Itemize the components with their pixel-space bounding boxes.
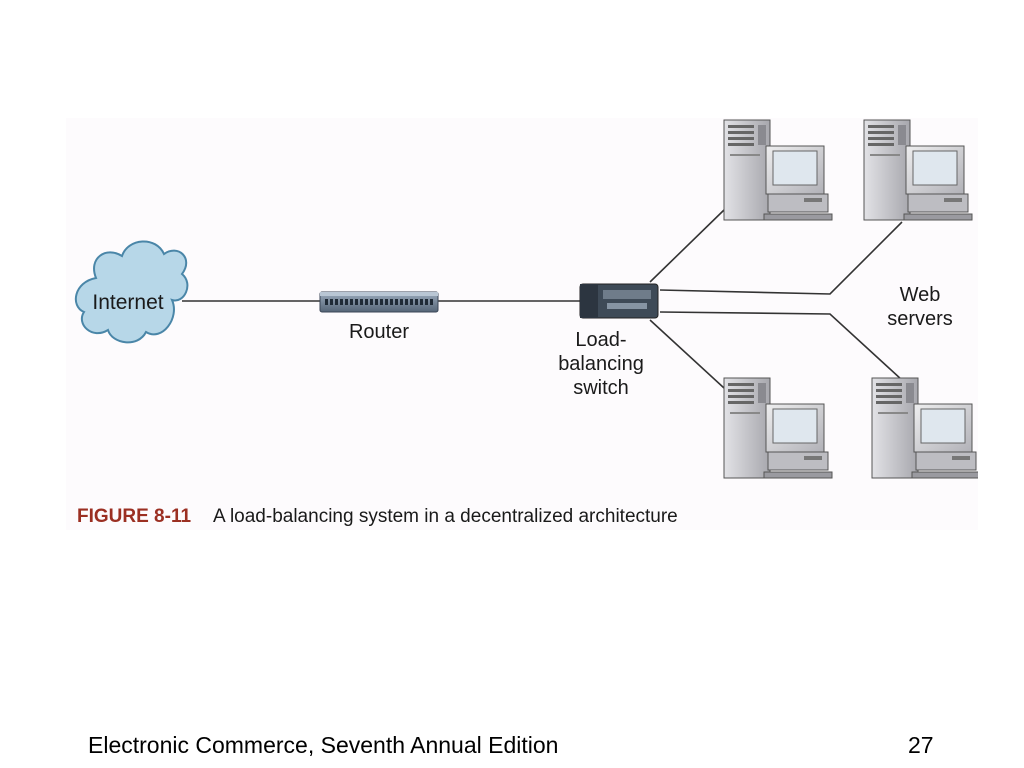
figure-panel: Internet Router Load- balancing switch W… <box>66 118 978 530</box>
server-keyboard <box>911 471 978 479</box>
router-ports <box>325 299 433 305</box>
cloud-icon: Internet <box>74 240 189 344</box>
links <box>182 209 903 389</box>
server-keyboard <box>763 471 833 479</box>
link-switch-server-top-right <box>659 221 903 295</box>
server-base <box>907 193 969 213</box>
server-screen <box>772 408 818 444</box>
server-keyboard <box>763 213 833 221</box>
web-servers-label-line-2: servers <box>887 308 953 330</box>
server-base <box>767 193 829 213</box>
router-icon: Router <box>319 291 439 343</box>
link-switch-server-bottom-right <box>659 311 903 381</box>
network-diagram: Internet Router Load- balancing switch W… <box>74 119 978 479</box>
switch-label-line-1: Load- <box>575 329 626 351</box>
server-screen <box>912 150 958 186</box>
switch-icon: Load- balancing switch <box>558 283 659 399</box>
link-switch-server-top-left <box>649 209 725 283</box>
router-label: Router <box>349 321 409 343</box>
server-base <box>767 451 829 471</box>
server-keyboard <box>903 213 973 221</box>
footer-title: Electronic Commerce, Seventh Annual Edit… <box>88 732 559 758</box>
caption-text: A load-balancing system in a decentraliz… <box>213 506 678 527</box>
server-computer-icon <box>723 119 833 221</box>
server-computer-icon <box>871 377 978 479</box>
link-switch-server-bottom-left <box>649 319 725 389</box>
figure-number: FIGURE 8-11 <box>77 506 192 527</box>
figure-caption: FIGURE 8-11 A load-balancing system in a … <box>77 506 678 528</box>
server-screen <box>772 150 818 186</box>
server-base <box>915 451 977 471</box>
server-screen <box>920 408 966 444</box>
server-computer-icon <box>863 119 973 221</box>
switch-label-line-3: switch <box>573 377 629 399</box>
web-servers-label-line-1: Web <box>900 284 941 306</box>
internet-label: Internet <box>92 291 163 314</box>
switch-label-line-2: balancing <box>558 353 644 375</box>
server-computer-icon <box>723 377 833 479</box>
page-number: 27 <box>908 732 934 758</box>
